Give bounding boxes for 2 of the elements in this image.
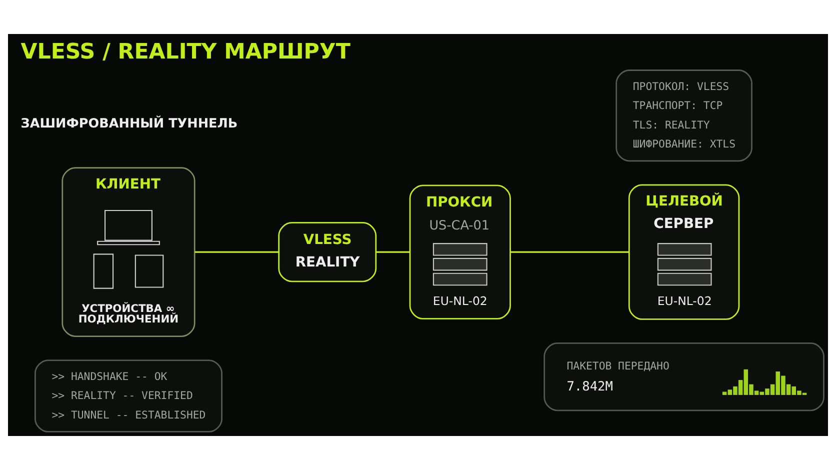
diagram-title: VLESS / REALITY МАРШРУТ [20,40,350,65]
label: ЗАШИФРОВАННЫЙ ТУННЕЛЬ [20,116,238,132]
